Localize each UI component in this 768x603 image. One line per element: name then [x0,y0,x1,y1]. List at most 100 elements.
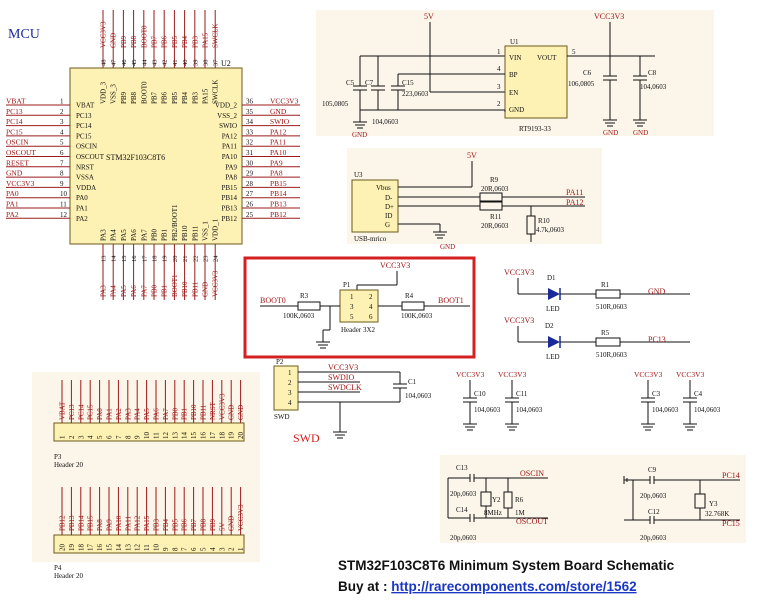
mcu-pinnum-bottom-8: 21 [182,256,189,263]
mcu-net-left-2: PC14 [6,117,23,126]
d2-led-icon [548,336,560,348]
mcu-net-left-9: PA0 [6,189,19,198]
c8-ref: C8 [648,69,657,77]
boot-highlight-box [243,256,476,359]
swd-header [273,365,299,411]
swd-pin-4: 4 [288,399,292,407]
mcu-part-name: STM32F103C8T6 [106,153,165,162]
p1-pin-6: 6 [369,313,373,321]
p2-ref: P2 [276,358,284,366]
p3-net-2: PC14 [77,404,85,420]
p3-net-10: PA6 [153,408,161,420]
footer-title: STM32F103C8T6 Minimum System Board Schem… [338,558,675,573]
c12-ref: C12 [648,508,660,516]
mcu-pin-right-10: PB13 [221,205,237,213]
mcu-net-left-0: VBAT [6,97,26,106]
p3-net-17: VCC3V3 [218,393,226,420]
mcu-pinnum-top-11: 37 [213,59,220,66]
r9-value: 20R,0603 [481,185,509,193]
c9-value: 20p,0603 [640,492,667,500]
p4-pin-5: 15 [106,544,114,552]
mcu-pinnum-bottom-6: 19 [162,256,169,263]
mcu-pinnum-top-8: 40 [182,60,189,67]
p1-name: Header 3X2 [341,326,376,334]
p3-net-11: PA7 [162,408,170,420]
mcu-pinnum-right-0: 36 [246,98,254,106]
mcu-pinnum-right-3: 33 [246,128,254,136]
mcu-pinnum-right-1: 35 [246,108,254,116]
mcu-section-label: MCU [8,27,40,42]
c12-value: 20p,0603 [640,534,667,542]
mcu-pinnum-right-2: 34 [246,118,254,126]
mcu-pin-right-11: PB12 [221,215,237,223]
mcu-pinnum-top-0: 48 [101,60,108,67]
swd-net-swdclk: SWDCLK [328,383,362,392]
mcu-net-top-7: PB5 [171,35,179,48]
p4-net-18: GND [228,516,236,531]
reg-5v-label: 5V [424,12,434,21]
mcu-pinnum-top-3: 45 [131,60,138,67]
mcu-net-top-0: VCC3V3 [100,21,108,48]
p3-pin-10: 11 [153,432,161,439]
c1-ref: C1 [408,378,417,386]
mcu-pin-right-8: PB15 [221,184,237,192]
led2-net: PC13 [648,335,666,344]
mcu-net-right-1: GND [270,107,287,116]
boot-rail-label: VCC3V3 [380,261,410,270]
p3-pin-19: 20 [237,432,245,440]
p1-pin-3: 3 [350,303,354,311]
mcu-pinnum-top-4: 44 [141,59,148,66]
mcu-pinnum-right-6: 30 [246,159,254,167]
mcu-pin-right-9: PB14 [221,194,237,202]
mcu-pinnum-top-5: 43 [152,60,159,67]
decap-rail-3: VCC3V3 [676,370,705,379]
mcu-net-top-10: PA15 [202,32,210,48]
footer-store-link[interactable]: http://rarecomponents.com/store/1562 [391,579,636,594]
p3-pin-6: 7 [115,435,123,439]
usb-pin-id: ID [385,212,392,220]
mcu-pin-bottom-1: PA4 [110,229,118,241]
p3-pin-2: 3 [77,435,85,439]
r11-ref: R11 [490,213,502,221]
p3-pin-0: 1 [59,435,67,439]
p4-pin-18: 2 [228,547,236,551]
c14-ref: C14 [456,506,468,514]
headers-block: P3 Header 20 P4 Header 20 VBAT1PC132PC14… [53,380,245,580]
boot-block: VCC3V3 P1 1 2 3 4 5 6 Header 3X2 BOOT0 B… [243,256,476,359]
p4-net-13: PB6 [181,518,189,531]
mcu-net-bottom-10: GND [202,282,210,297]
p4-net-4: PA8 [96,519,104,531]
p1-pin-4: 4 [369,303,373,311]
reg-pin-gnd: GND [509,106,524,114]
mcu-pinnum-top-10: 38 [203,60,210,67]
footer: STM32F103C8T6 Minimum System Board Schem… [338,558,675,594]
mcu-net-bottom-9: PB11 [191,281,199,297]
p4-net-17: 5V [218,522,226,531]
decap-rail-1: VCC3V3 [498,370,527,379]
p4-net-9: PA15 [143,515,151,531]
p3-net-16: NRST [209,401,217,420]
mcu-net-bottom-7: BOOT1 [171,274,179,297]
p4-pin-7: 13 [124,544,132,552]
mcu-net-left-1: PC13 [6,107,23,116]
p3-pin-8: 9 [134,435,142,439]
p3-net-14: PB10 [190,404,198,420]
p1-pin-2: 2 [369,293,373,301]
mcu-pinnum-bottom-0: 13 [101,256,108,263]
p3-pin-12: 13 [171,432,179,440]
mcu-pinnum-left-2: 3 [60,118,64,126]
swd-net-vcc: VCC3V3 [328,363,358,372]
d1-ref: D1 [547,274,556,282]
p3-net-6: PA2 [115,408,123,420]
r4-value: 100K,0603 [401,312,433,320]
p4-pin-11: 9 [162,547,170,551]
mcu-net-right-10: PB13 [270,200,287,209]
led2-rail: VCC3V3 [504,316,534,325]
p3-ref: P3 [54,453,62,461]
decap-ref-3: C4 [694,390,703,398]
reg-pin-num-4: 4 [497,65,501,73]
p3-net-0: VBAT [59,401,67,420]
c5-value: 105,0805 [322,100,349,108]
